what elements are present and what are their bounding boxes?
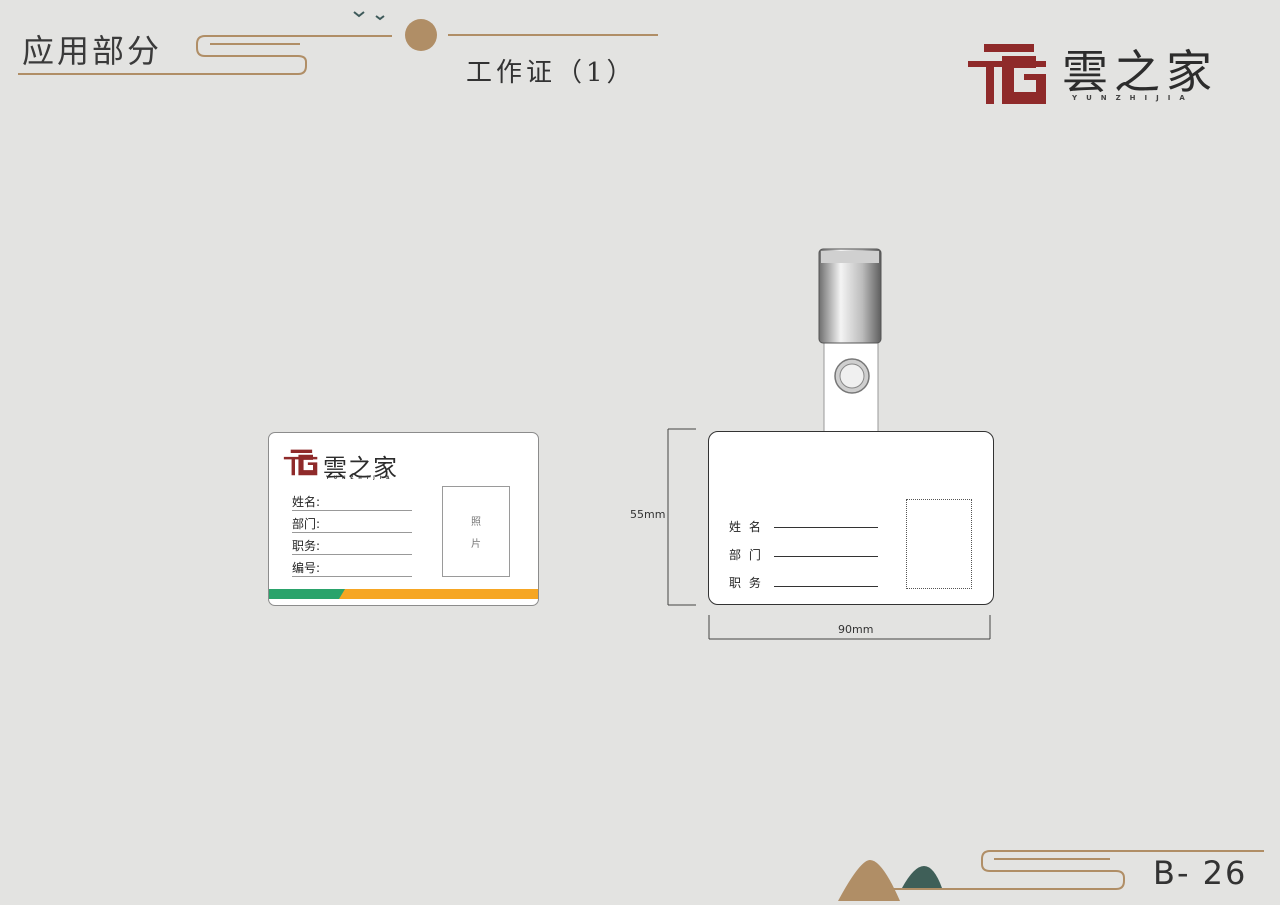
badge-field-name: 姓 名 xyxy=(729,520,763,534)
brand-name: 雲之家 xyxy=(1062,45,1218,99)
orange-stripe xyxy=(339,589,538,599)
document-title: 工作证（1） xyxy=(466,58,637,88)
badge-line xyxy=(774,527,878,528)
id-card-front: 雲之家 YUNZHIJIA 姓名: 部门: 职务: 编号: 照 片 xyxy=(268,432,539,606)
field-number: 编号: xyxy=(292,561,412,577)
field-position: 职务: xyxy=(292,539,412,555)
badge-photo-placeholder xyxy=(906,499,972,589)
badge-field-position: 职 务 xyxy=(729,576,763,590)
photo-label: 照 xyxy=(471,517,481,528)
badge-clip-icon xyxy=(817,248,885,447)
field-department: 部门: xyxy=(292,517,412,533)
photo-placeholder: 照 片 xyxy=(442,486,510,577)
dimension-height: 55mm xyxy=(630,508,666,521)
section-title: 应用部分 xyxy=(22,32,163,70)
card-logo-icon xyxy=(283,449,318,476)
field-name: 姓名: xyxy=(292,495,412,511)
id-badge: 姓 名 部 门 职 务 xyxy=(708,431,994,605)
photo-label: 片 xyxy=(471,539,481,550)
card-brand-name: 雲之家 xyxy=(323,454,398,482)
page-number: B- 26 xyxy=(1153,854,1248,892)
card-brand-name-en: YUNZHIJIA xyxy=(326,475,395,480)
green-stripe xyxy=(269,589,345,599)
badge-line xyxy=(774,556,878,557)
footer-decoration xyxy=(838,850,1264,901)
dimension-width: 90mm xyxy=(838,623,874,636)
brand-logo-icon xyxy=(968,44,1046,104)
dimension-lines xyxy=(667,428,991,640)
badge-field-department: 部 门 xyxy=(729,548,763,562)
badge-line xyxy=(774,586,878,587)
header-decoration xyxy=(18,11,658,75)
brand-name-en: YUNZHIJIA xyxy=(1072,94,1194,102)
